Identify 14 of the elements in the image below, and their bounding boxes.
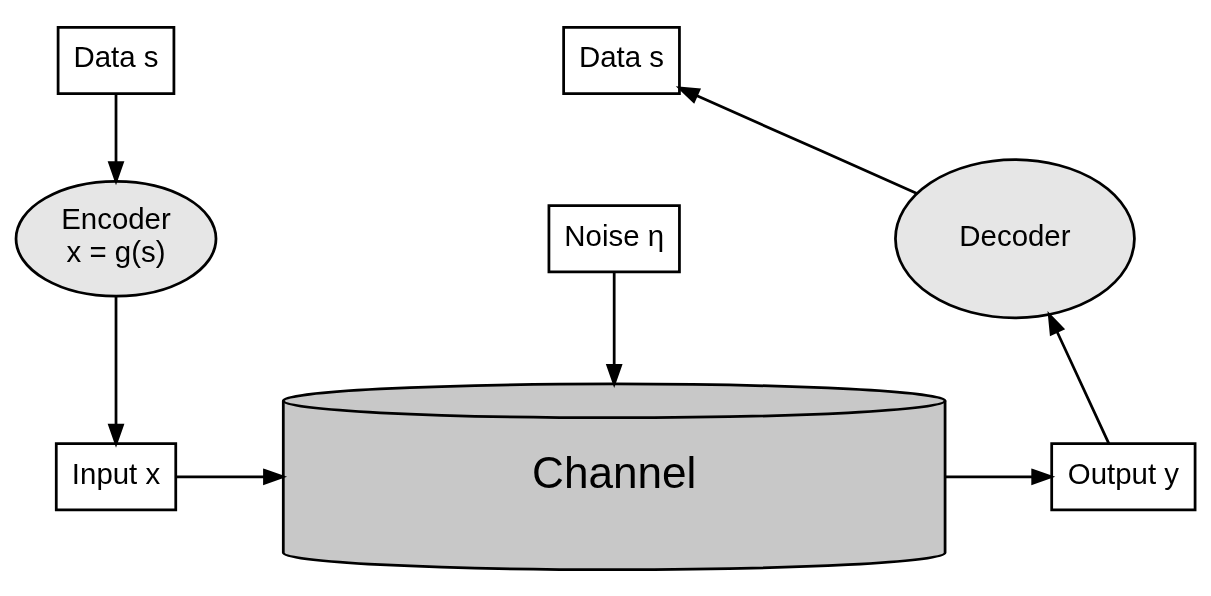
node-ellipse: Decoder — [894, 157, 1136, 319]
node-box: Data s — [56, 25, 176, 95]
node-box: Input x — [54, 441, 178, 511]
node-box: Data s — [562, 25, 681, 95]
node-box: Output y — [1050, 441, 1197, 511]
node-box: Noise η — [547, 203, 681, 273]
arrow — [107, 295, 125, 448]
arrow — [675, 85, 918, 195]
arrow — [1047, 310, 1111, 444]
node-ellipse: Encoder x = g(s) — [14, 179, 218, 298]
arrow — [945, 467, 1056, 485]
arrow — [107, 93, 125, 185]
arrow — [605, 271, 623, 388]
arrow — [175, 467, 288, 485]
